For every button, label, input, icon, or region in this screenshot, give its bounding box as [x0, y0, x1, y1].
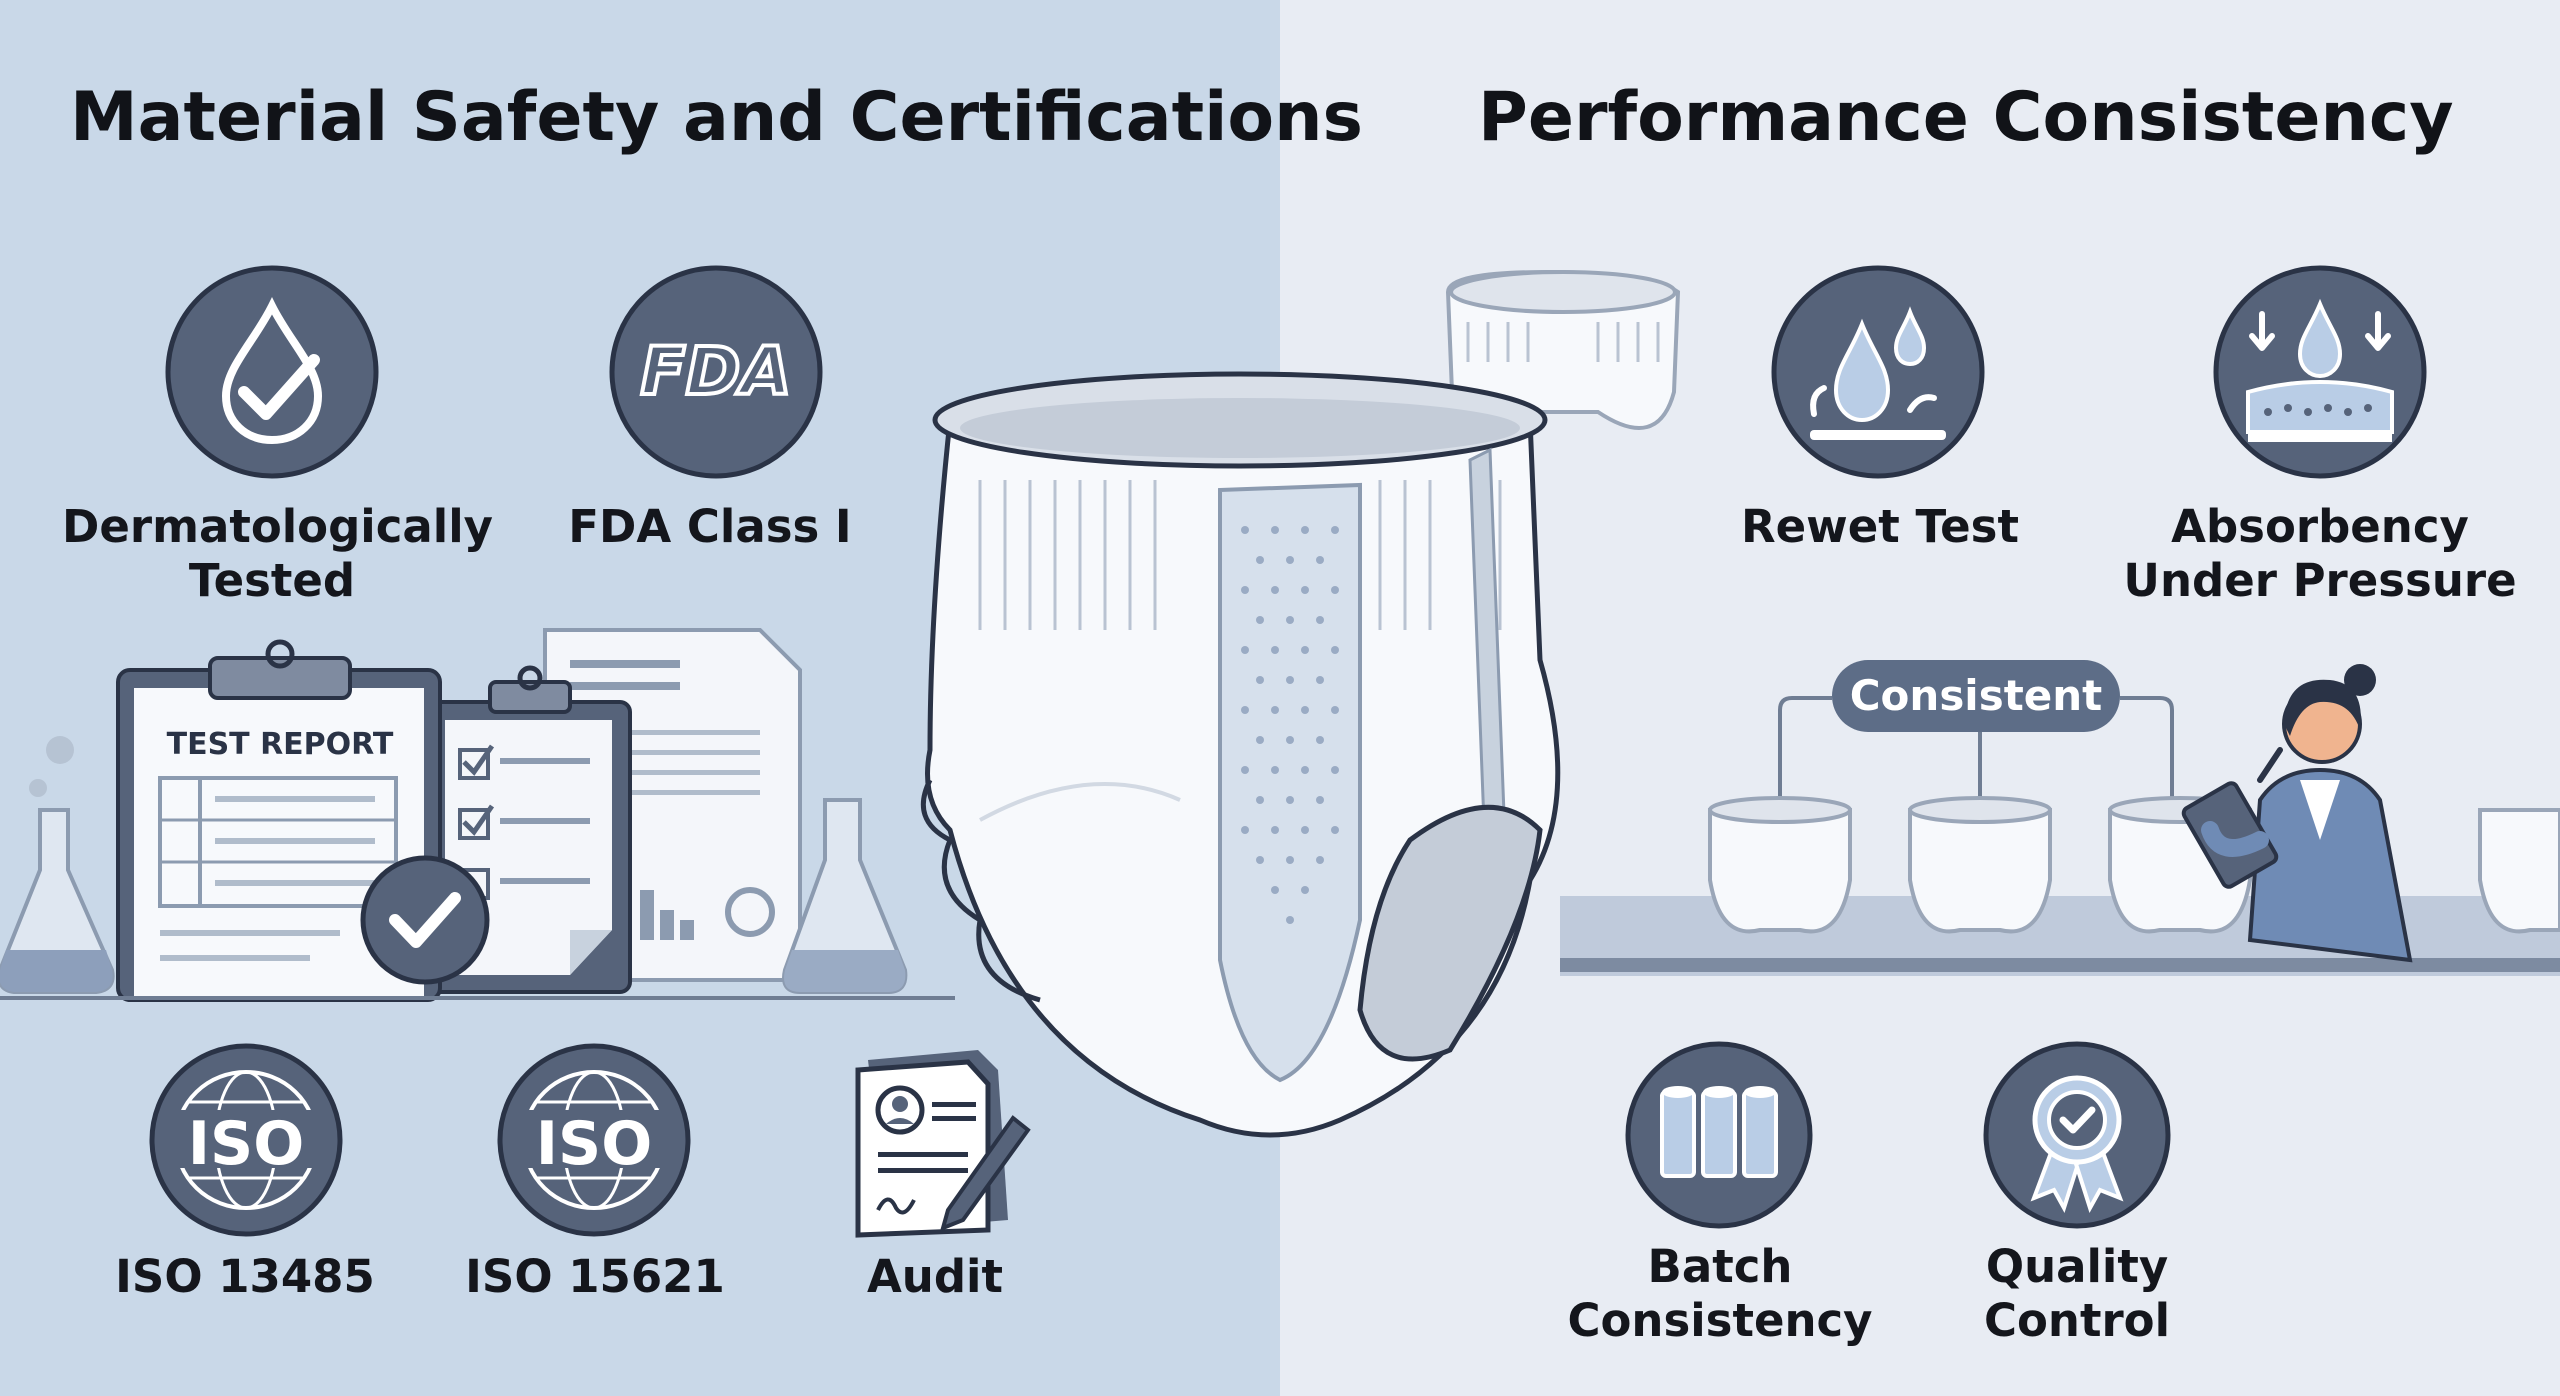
dermatologically-tested-label: Dermatologically Tested: [62, 500, 493, 608]
rewet-drops-icon: [1771, 265, 1985, 479]
absorbency-under-pressure-label: Absorbency Under Pressure: [2120, 500, 2520, 608]
fda-icon-text: FDA: [641, 333, 792, 410]
batch-cylinders-icon: [1625, 1041, 1813, 1229]
small-brief-icon: [1445, 269, 1681, 430]
iso-13485-icon: ISO: [149, 1043, 343, 1237]
label-line: Quality: [1985, 1240, 2169, 1293]
conveyor-brief: [1708, 796, 1852, 934]
test-report-title: TEST REPORT: [167, 727, 394, 762]
iso-icon-text: ISO: [188, 1109, 305, 1179]
absorbency-pressure-icon: [2213, 265, 2427, 479]
label-line: Dermatologically: [62, 500, 493, 553]
quality-control-label: Quality Control: [1920, 1240, 2234, 1348]
material-safety-heading: Material Safety and Certifications: [70, 78, 1363, 157]
iso-15621-icon: ISO: [497, 1043, 691, 1237]
label-line: Under Pressure: [2123, 554, 2517, 607]
label-line: Batch: [1647, 1240, 1793, 1293]
label-line: ISO 15621: [465, 1250, 725, 1303]
consistent-badge: Consistent: [1832, 660, 2120, 732]
lab-documents-illustration: TEST REPORT: [0, 628, 955, 1002]
fda-icon: FDA: [609, 265, 823, 479]
performance-consistency-heading: Performance Consistency: [1478, 78, 2454, 157]
label-line: Rewet Test: [1741, 500, 2019, 553]
batch-consistency-label: Batch Consistency: [1540, 1240, 1900, 1348]
label-line: Control: [1983, 1294, 2171, 1347]
audit-label: Audit: [820, 1250, 1050, 1304]
iso-15621-label: ISO 15621: [430, 1250, 760, 1304]
label-line: Absorbency: [2171, 500, 2469, 553]
label-line: FDA Class I: [568, 500, 852, 553]
adult-brief-product-illustration: [920, 371, 1561, 1138]
label-line: Tested: [188, 554, 356, 607]
label-line: Consistency: [1567, 1294, 1873, 1347]
audit-document-icon: [855, 1050, 1031, 1238]
iso-icon-text: ISO: [536, 1109, 653, 1179]
inspector-figure: [2181, 664, 2413, 963]
drop-check-icon: [165, 265, 379, 479]
quality-ribbon-icon: [1983, 1041, 2171, 1229]
label-line: ISO 13485: [115, 1250, 375, 1303]
rewet-test-label: Rewet Test: [1690, 500, 2070, 554]
iso-13485-label: ISO 13485: [80, 1250, 410, 1304]
production-line-illustration: [1560, 664, 2560, 976]
label-line: Audit: [866, 1250, 1003, 1303]
fda-class-label: FDA Class I: [520, 500, 900, 554]
